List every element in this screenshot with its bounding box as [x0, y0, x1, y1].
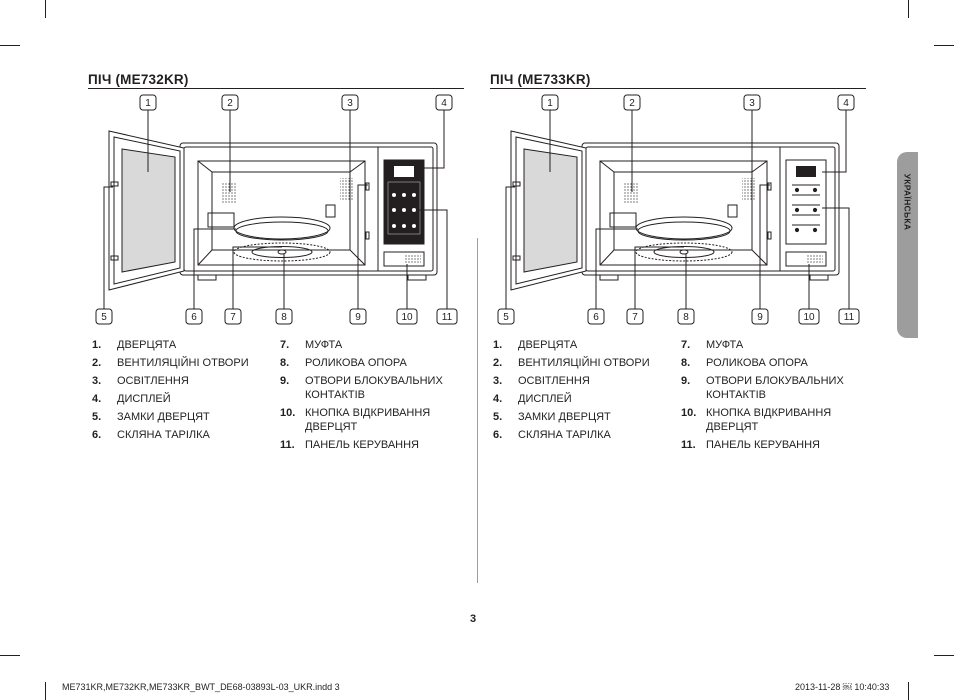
legend-left-col2: 7.МУФТА 8.РОЛИКОВА ОПОРА 9.ОТВОРИ БЛОКУВ… [280, 338, 460, 456]
footer-file-name: ME731KR,ME732KR,ME733KR_BWT_DE68-03893L-… [62, 682, 340, 692]
crop-mark [908, 0, 909, 18]
crop-mark [934, 45, 954, 46]
language-tab-label: УКРАЇНСЬКА [902, 173, 913, 231]
language-tab [897, 152, 918, 338]
crop-mark [0, 655, 20, 656]
callout-4: 4 [441, 98, 447, 109]
list-item: 5.ЗАМКИ ДВЕРЦЯТ [493, 411, 611, 423]
legend-left-col1: 1.ДВЕРЦЯТА 2.ВЕНТИЛЯЦІЙНІ ОТВОРИ 3.ОСВІТ… [92, 338, 272, 446]
crop-mark [908, 682, 909, 700]
list-item: 9.ОТВОРИ БЛОКУВАЛЬНИХ КОНТАКТІВ [681, 375, 844, 401]
language-tab-label-wrap: УКРАЇНСЬКА [897, 152, 918, 252]
callout-2: 2 [629, 98, 635, 109]
legend-right-col1: 1.ДВЕРЦЯТА 2.ВЕНТИЛЯЦІЙНІ ОТВОРИ 3.ОСВІТ… [493, 338, 673, 446]
callout-10: 10 [401, 312, 413, 323]
list-item: 6.СКЛЯНА ТАРІЛКА [493, 429, 611, 441]
list-item: 4.ДИСПЛЕЙ [493, 393, 572, 405]
column-divider [477, 238, 478, 583]
crop-mark [45, 682, 46, 700]
callout-9: 9 [757, 312, 763, 323]
list-item: 3.ОСВІТЛЕННЯ [92, 375, 189, 387]
callout-8: 8 [281, 312, 287, 323]
legend-right-col2: 7.МУФТА 8.РОЛИКОВА ОПОРА 9.ОТВОРИ БЛОКУВ… [681, 338, 861, 456]
list-item: 1.ДВЕРЦЯТА [493, 339, 578, 351]
leader-lines-right [505, 110, 850, 309]
callout-3: 3 [347, 98, 353, 109]
callout-4: 4 [843, 98, 849, 109]
list-item: 8.РОЛИКОВА ОПОРА [681, 357, 808, 369]
callout-1: 1 [547, 98, 553, 109]
page-number: 3 [470, 613, 477, 625]
callout-11: 11 [844, 312, 855, 323]
microwave-diagram-me732kr [108, 130, 438, 291]
list-item: 8.РОЛИКОВА ОПОРА [280, 357, 407, 369]
list-item: 7.МУФТА [681, 339, 744, 351]
callout-6: 6 [593, 312, 599, 323]
list-item: 6.СКЛЯНА ТАРІЛКА [92, 429, 210, 441]
callout-11: 11 [442, 312, 453, 323]
title-rule-right [490, 88, 866, 89]
callout-6: 6 [191, 312, 197, 323]
callout-10: 10 [803, 312, 815, 323]
list-item: 11.ПАНЕЛЬ КЕРУВАННЯ [681, 439, 820, 451]
crop-mark [934, 655, 954, 656]
crop-mark [0, 45, 20, 46]
list-item: 7.МУФТА [280, 339, 343, 351]
microwave-diagram-me733kr [510, 130, 840, 291]
callout-boxes [95, 94, 860, 325]
callout-8: 8 [683, 312, 689, 323]
callout-7: 7 [632, 312, 638, 323]
callout-9: 9 [355, 312, 361, 323]
list-item: 3.ОСВІТЛЕННЯ [493, 375, 590, 387]
callout-1: 1 [145, 98, 151, 109]
footer-timestamp: 2013-11-28 ￼ 10:40:33 [795, 682, 890, 692]
list-item: 10.КНОПКА ВІДКРИВАННЯ ДВЕРЦЯТ [280, 407, 431, 433]
list-item: 9.ОТВОРИ БЛОКУВАЛЬНИХ КОНТАКТІВ [280, 375, 443, 401]
crop-mark [45, 0, 46, 18]
list-item: 2.ВЕНТИЛЯЦІЙНІ ОТВОРИ [493, 357, 650, 369]
callout-labels: 1 2 3 4 5 6 7 8 9 10 11 1 2 3 4 5 6 7 8 … [101, 98, 854, 323]
list-item: 1.ДВЕРЦЯТА [92, 339, 177, 351]
list-item: 5.ЗАМКИ ДВЕРЦЯТ [92, 411, 210, 423]
list-item: 11.ПАНЕЛЬ КЕРУВАННЯ [280, 439, 419, 451]
title-rule-left [88, 88, 464, 89]
list-item: 2.ВЕНТИЛЯЦІЙНІ ОТВОРИ [92, 357, 249, 369]
callout-5: 5 [503, 312, 509, 323]
callout-7: 7 [230, 312, 236, 323]
section-title-right: ПІЧ (ME733KR) [490, 72, 591, 87]
section-title-left: ПІЧ (ME732KR) [88, 72, 189, 87]
list-item: 10.КНОПКА ВІДКРИВАННЯ ДВЕРЦЯТ [681, 407, 832, 433]
callout-5: 5 [101, 312, 107, 323]
list-item: 4.ДИСПЛЕЙ [92, 393, 171, 405]
callout-2: 2 [227, 98, 233, 109]
leader-lines-left [103, 110, 448, 309]
callout-3: 3 [749, 98, 755, 109]
